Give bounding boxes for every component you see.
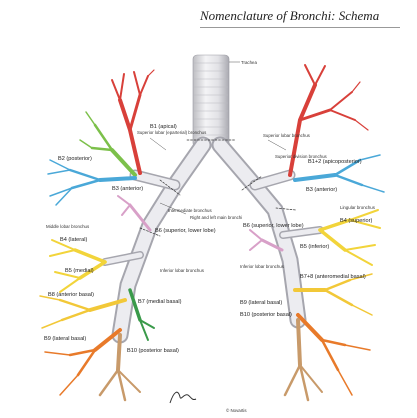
left-b10-label: B10 (posterior basal): [240, 312, 292, 318]
left-apicoposterior-branches: [288, 64, 369, 177]
right-anterior-basal-branches: [39, 295, 127, 329]
right-medial-basal-branches: [128, 288, 155, 341]
right-b9-label: B9 (lateral basal): [44, 336, 86, 342]
left-b3-label: B3 (anterior): [306, 187, 337, 193]
page-title: Nomenclature of Bronchi: Schema: [200, 8, 380, 23]
right-b10-label: B10 (posterior basal): [127, 348, 179, 354]
left-b4-label: B4 (superior): [340, 218, 372, 224]
trachea: [192, 54, 230, 148]
left-anterior-branches: [293, 154, 385, 193]
right-posterior-basal-branches: [98, 333, 141, 402]
label-inferior-lobar-left: Inferior lobar bronchus: [240, 264, 285, 269]
leader-lines: [149, 61, 287, 215]
label-main-bronchi: Right and left main bronchi: [190, 215, 242, 220]
title-rule: [200, 27, 400, 28]
right-segment-labels: B1 (apical) B2 (posterior) B3 (anterior)…: [44, 124, 216, 354]
copyright-text: © Novartis: [226, 408, 247, 413]
right-b3-label: B3 (anterior): [112, 186, 143, 192]
lingula-branches: [318, 209, 381, 266]
right-middle-lobe-branches: [49, 239, 107, 293]
right-b1-label: B1 (apical): [150, 124, 177, 130]
right-superior-lower-branches: [117, 195, 152, 232]
right-b7-label: B7 (medial basal): [138, 299, 182, 305]
label-superior-lobar-eparterial: Superior lobar (eparterial) bronchus: [137, 130, 207, 135]
left-segment-labels: B1+2 (apicoposterior) B3 (anterior) B4 (…: [240, 159, 372, 318]
label-lingular: Lingular bronchus: [340, 205, 376, 210]
label-superior-division: Superior division bronchus: [275, 154, 328, 159]
label-intermediate-bronchus: Intermediate bronchus: [168, 208, 212, 213]
left-b6-label: B6 (superior, lower lobe): [243, 223, 304, 229]
right-anterior-branches: [47, 159, 137, 206]
label-middle-lobar: Middle lobar bronchus: [46, 224, 90, 229]
right-apical-branches: [111, 69, 155, 175]
right-b4-label: B4 (lateral): [60, 237, 87, 243]
label-trachea: Trachea: [241, 60, 258, 65]
label-inferior-lobar-right: Inferior lobar bronchus: [160, 268, 205, 273]
label-superior-lobar-bronchus: Superior lobar bronchus: [263, 133, 311, 138]
right-b2-label: B2 (posterior): [58, 156, 92, 162]
left-b78-label: B7+8 (anteromedial basal): [300, 274, 366, 280]
left-b12-label: B1+2 (apicoposterior): [308, 159, 362, 165]
right-b6-label: B6 (superior, lower lobe): [155, 228, 216, 234]
left-b5-label: B5 (inferior): [300, 244, 329, 250]
left-lateral-basal-branches: [296, 313, 371, 396]
right-lateral-basal-branches: [44, 328, 122, 396]
left-superior-lower-branches: [249, 229, 284, 252]
right-b5-label: B5 (medial): [65, 268, 94, 274]
left-b9-label: B9 (lateral basal): [240, 300, 282, 306]
artist-signature: [169, 391, 197, 404]
structure-labels: Trachea Superior lobar bronchus Superior…: [46, 60, 376, 273]
right-posterior-branches: [79, 111, 137, 177]
left-posterior-basal-branches: [283, 318, 323, 402]
right-b8-label: B8 (anterior basal): [48, 292, 94, 298]
main-bronchi: [101, 136, 324, 344]
left-anteromedial-basal-branches: [293, 273, 373, 316]
